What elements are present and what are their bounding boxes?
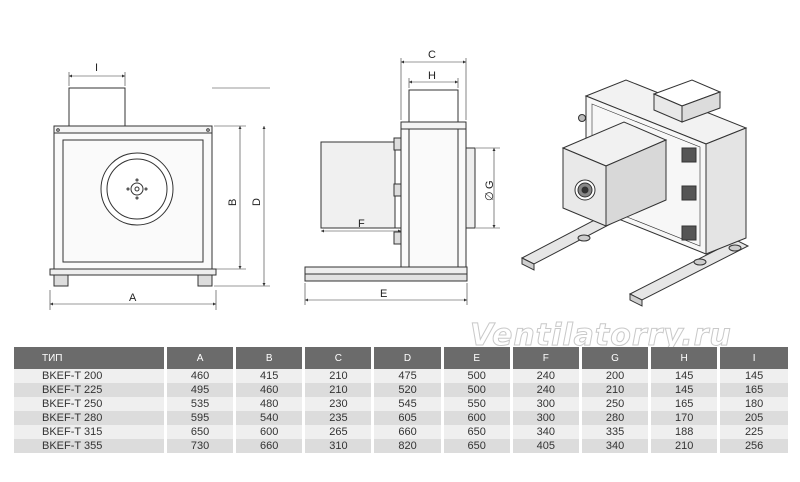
dimension-value-cell: 205 <box>717 411 788 425</box>
dimension-value-cell: 265 <box>302 425 373 439</box>
dimension-value-cell: 188 <box>648 425 719 439</box>
column-header-7: G <box>578 347 650 369</box>
column-header-9: I <box>717 347 788 369</box>
column-header-2: B <box>233 347 304 369</box>
dimension-value-cell: 240 <box>509 383 581 397</box>
dim-label-A: A <box>129 292 137 304</box>
model-name-cell: BKEF-T 280 <box>14 411 166 425</box>
dimension-value-cell: 340 <box>509 425 581 439</box>
dimension-value-cell: 200 <box>578 369 650 383</box>
dimension-value-cell: 145 <box>717 369 788 383</box>
dimension-value-cell: 145 <box>648 369 719 383</box>
dimension-value-cell: 540 <box>233 411 304 425</box>
dimension-value-cell: 660 <box>371 425 443 439</box>
dimension-value-cell: 210 <box>302 369 373 383</box>
dim-label-C: C <box>428 49 436 61</box>
dimension-value-cell: 605 <box>371 411 443 425</box>
dimension-value-cell: 600 <box>440 411 512 425</box>
column-header-5: E <box>440 347 512 369</box>
dimension-value-cell: 225 <box>717 425 788 439</box>
dimension-value-cell: 340 <box>578 439 650 453</box>
model-name-cell: BKEF-T 225 <box>14 383 166 397</box>
model-name-cell: BKEF-T 200 <box>14 369 166 383</box>
dim-label-H: H <box>428 70 436 82</box>
dimension-value-cell: 600 <box>233 425 304 439</box>
dimension-value-cell: 495 <box>163 383 235 397</box>
side-view <box>304 58 500 305</box>
dimension-value-cell: 475 <box>371 369 443 383</box>
dimension-value-cell: 235 <box>302 411 373 425</box>
dimension-value-cell: 480 <box>233 397 304 411</box>
isometric-view <box>520 79 750 307</box>
dimension-value-cell: 520 <box>371 383 443 397</box>
dimension-value-cell: 820 <box>371 439 443 453</box>
model-name-cell: BKEF-T 315 <box>14 425 166 439</box>
model-name-cell: BKEF-T 250 <box>14 397 166 411</box>
dim-label-E: E <box>380 288 387 300</box>
dimension-value-cell: 180 <box>717 397 788 411</box>
column-header-4: D <box>371 347 443 369</box>
dimension-value-cell: 335 <box>578 425 650 439</box>
dimension-value-cell: 460 <box>163 369 235 383</box>
dimension-value-cell: 460 <box>233 383 304 397</box>
column-header-3: C <box>302 347 373 369</box>
dimension-value-cell: 550 <box>440 397 512 411</box>
dimension-value-cell: 500 <box>440 369 512 383</box>
model-name-cell: BKEF-T 355 <box>14 439 166 453</box>
dimension-value-cell: 595 <box>163 411 235 425</box>
dimension-value-cell: 310 <box>302 439 373 453</box>
dimension-value-cell: 545 <box>371 397 443 411</box>
dimension-value-cell: 165 <box>717 383 788 397</box>
dimension-value-cell: 170 <box>648 411 719 425</box>
dimension-value-cell: 210 <box>302 383 373 397</box>
dimension-value-cell: 230 <box>302 397 373 411</box>
dimension-value-cell: 165 <box>648 397 719 411</box>
dimension-value-cell: 210 <box>648 439 719 453</box>
dimension-value-cell: 660 <box>233 439 304 453</box>
column-header-0: ТИП <box>14 347 166 369</box>
dimension-value-cell: 500 <box>440 383 512 397</box>
dimension-value-cell: 240 <box>509 369 581 383</box>
dimension-value-cell: 256 <box>717 439 788 453</box>
column-header-6: F <box>509 347 581 369</box>
dimension-value-cell: 280 <box>578 411 650 425</box>
column-header-8: H <box>648 347 719 369</box>
dimension-value-cell: 535 <box>163 397 235 411</box>
dimension-value-cell: 300 <box>509 397 581 411</box>
dimension-value-cell: 250 <box>578 397 650 411</box>
front-view <box>49 72 270 310</box>
dimension-value-cell: 415 <box>233 369 304 383</box>
technical-drawings: I A B D <box>49 49 750 310</box>
dimension-value-cell: 650 <box>163 425 235 439</box>
dimension-value-cell: 210 <box>578 383 650 397</box>
dimension-value-cell: 300 <box>509 411 581 425</box>
dimension-value-cell: 730 <box>163 439 235 453</box>
dim-label-I: I <box>95 62 98 74</box>
dim-symbol-diameter: ∅ <box>484 191 496 201</box>
dim-label-B: B <box>227 199 239 206</box>
dim-label-F: F <box>358 218 365 230</box>
column-header-1: A <box>163 347 235 369</box>
dimension-value-cell: 650 <box>440 439 512 453</box>
dimension-value-cell: 650 <box>440 425 512 439</box>
dimension-value-cell: 145 <box>648 383 719 397</box>
dimension-value-cell: 405 <box>509 439 581 453</box>
dim-label-D: D <box>251 198 263 206</box>
dim-label-G: G <box>484 180 496 189</box>
